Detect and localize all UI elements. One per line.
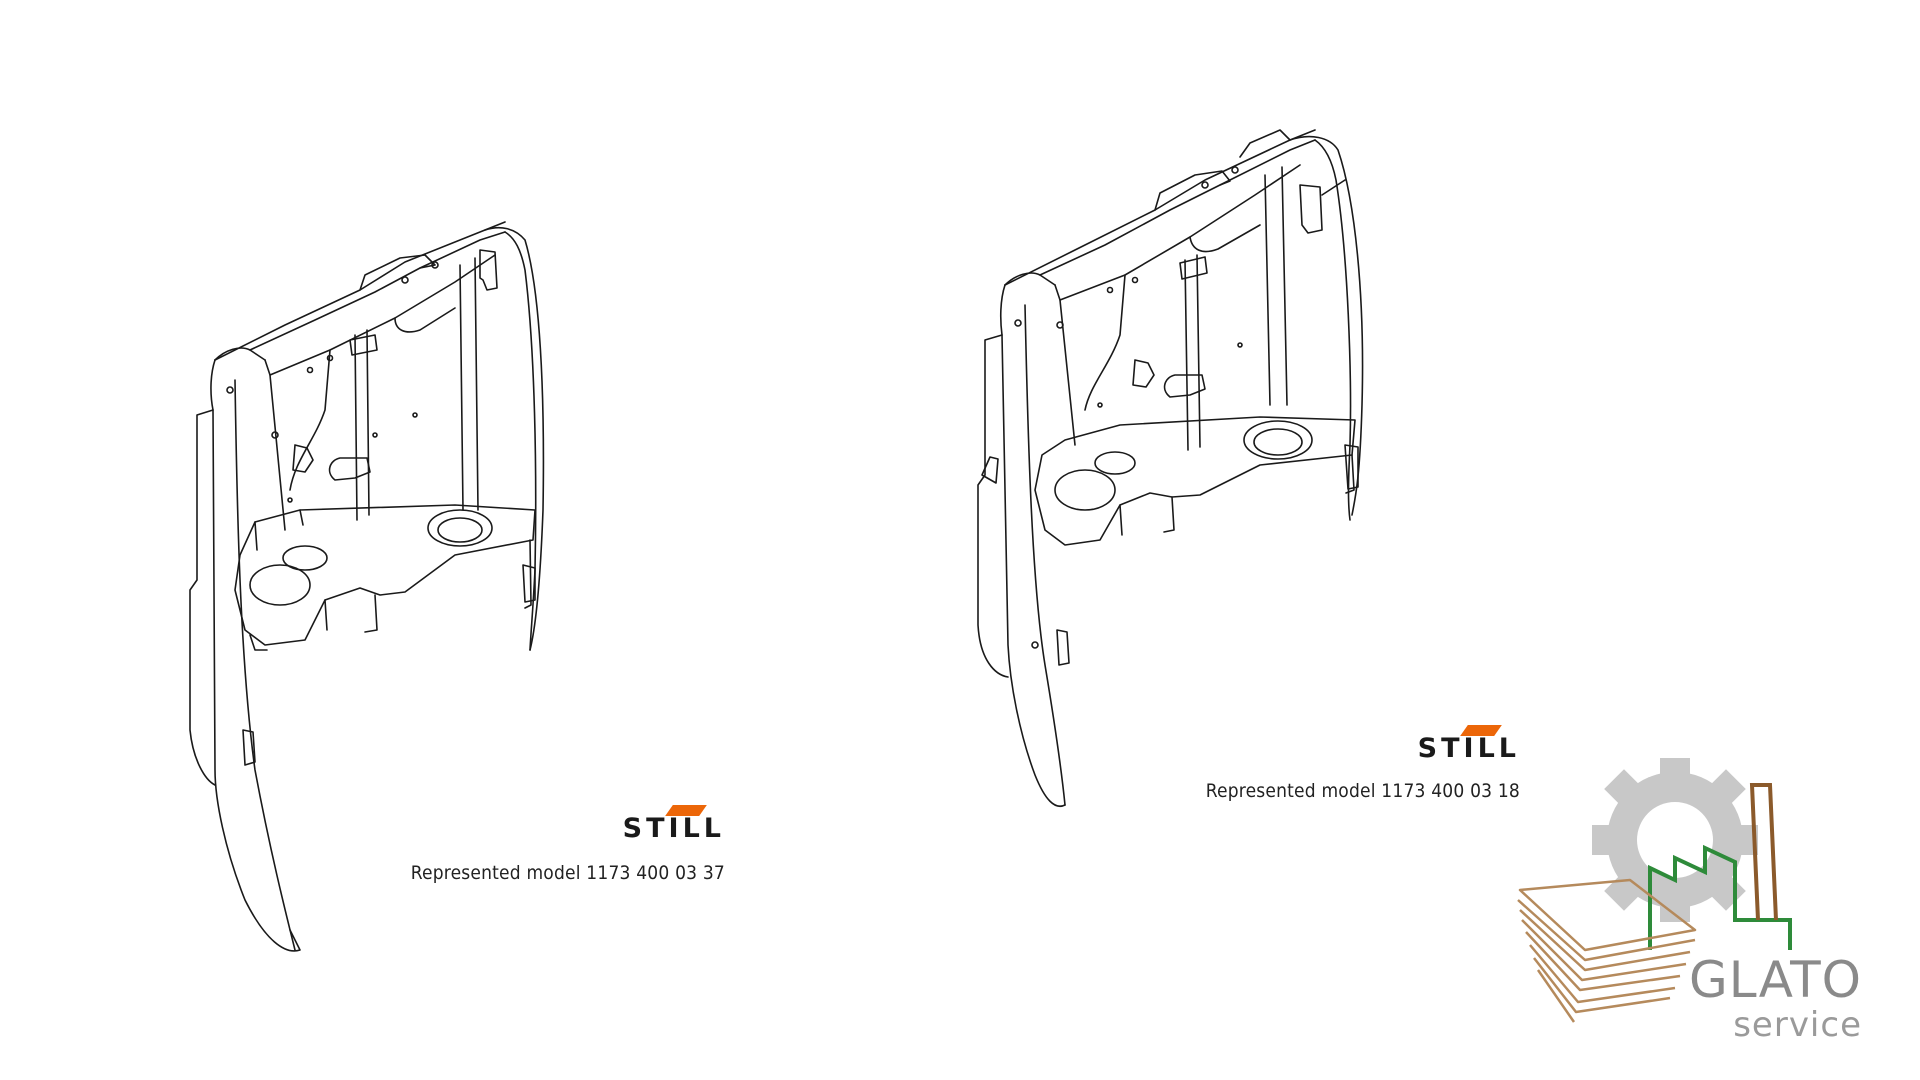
still-logo-text: STILL <box>622 813 725 844</box>
glato-emblem <box>1517 758 1792 1023</box>
caption-block-right: STILL Represented model 1173 400 03 18 <box>1160 725 1520 802</box>
model-caption: Represented model 1173 400 03 37 <box>410 862 725 884</box>
still-accent-bar <box>1459 725 1502 736</box>
glato-service-logo: GLATO service <box>1490 740 1900 1070</box>
factory-icon <box>1648 783 1792 950</box>
glato-logo-text: GLATO <box>1689 951 1862 1009</box>
frame-line-art-left <box>195 210 715 970</box>
frame-drawing-right <box>960 85 1520 825</box>
still-accent-bar <box>664 805 707 816</box>
model-caption: Represented model 1173 400 03 18 <box>1205 780 1520 802</box>
frame-drawing-left <box>195 210 715 970</box>
still-logo: STILL <box>1417 725 1520 764</box>
books-icon <box>1517 878 1697 1023</box>
frame-line-art-right <box>960 85 1520 825</box>
still-logo-text: STILL <box>1417 733 1520 764</box>
gear-icon <box>1592 758 1758 922</box>
glato-logo-subtext: service <box>1733 1005 1862 1045</box>
caption-block-left: STILL Represented model 1173 400 03 37 <box>350 805 725 884</box>
still-logo: STILL <box>622 805 725 844</box>
